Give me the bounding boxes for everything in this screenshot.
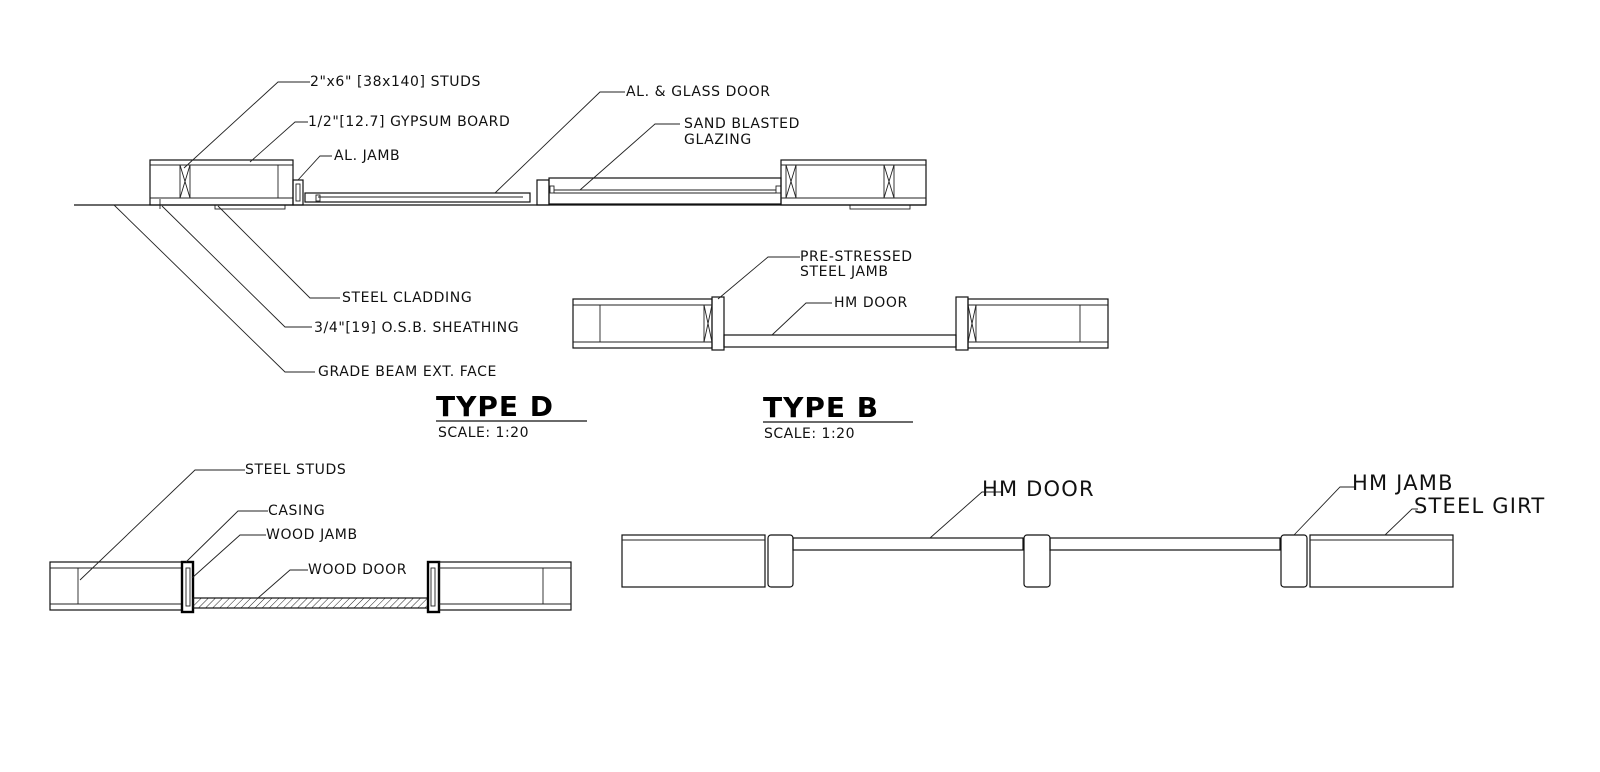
double-left-jamb xyxy=(767,534,794,588)
wood-leader-jamb xyxy=(191,534,266,579)
label-sand-blasted: SAND BLASTED xyxy=(684,116,800,132)
detail-double-hm-door: HM DOOR HM JAMB STEEL GIRT xyxy=(621,471,1545,588)
label-osb-sheathing: 3/4"[19] O.S.B. SHEATHING xyxy=(314,320,519,336)
label-hm-jamb: HM JAMB xyxy=(1352,471,1454,495)
type-b-right-wall xyxy=(967,298,1109,349)
type-d-left-wall xyxy=(149,159,294,210)
type-d-scale: SCALE: 1:20 xyxy=(438,425,529,441)
label-al-glass-door: AL. & GLASS DOOR xyxy=(626,84,771,100)
detail-wood-door: STEEL STUDS CASING WOOD JAMB WOOD DOOR xyxy=(49,462,572,614)
label-pre-stressed: PRE-STRESSED xyxy=(800,249,913,265)
detail-type-d: 2"x6" [38x140] STUDS 1/2"[12.7] GYPSUM B… xyxy=(74,74,927,441)
type-d-glass-door xyxy=(304,192,531,203)
wood-left-wall xyxy=(49,561,183,611)
double-leader-jamb xyxy=(1293,486,1356,536)
type-b-scale: SCALE: 1:20 xyxy=(764,426,855,442)
label-double-hm-door: HM DOOR xyxy=(982,477,1095,501)
type-d-right-wall xyxy=(780,159,927,210)
type-b-hm-door xyxy=(723,334,957,348)
label-studs: 2"x6" [38x140] STUDS xyxy=(310,74,481,90)
label-wood-jamb: WOOD JAMB xyxy=(266,527,358,543)
label-steel-studs: STEEL STUDS xyxy=(245,462,346,478)
label-hm-door: HM DOOR xyxy=(834,295,908,311)
label-steel-cladding: STEEL CLADDING xyxy=(342,290,472,306)
wood-right-jamb xyxy=(426,560,441,614)
type-d-title: TYPE D xyxy=(436,390,554,423)
double-leader-girt xyxy=(1384,508,1418,536)
type-d-al-jamb xyxy=(292,179,304,206)
wood-right-wall xyxy=(438,561,572,611)
label-glazing: GLAZING xyxy=(684,132,752,148)
double-right-jamb xyxy=(1280,534,1308,588)
double-right-wall xyxy=(1309,534,1454,588)
label-gypsum-board: 1/2"[12.7] GYPSUM BOARD xyxy=(308,114,510,130)
double-right-door-leaf xyxy=(1049,537,1281,551)
type-b-leader-door xyxy=(771,302,832,336)
label-al-jamb: AL. JAMB xyxy=(334,148,400,164)
type-d-leaders xyxy=(113,81,680,373)
type-d-mullion xyxy=(536,179,555,206)
wood-leader-door xyxy=(257,569,308,599)
double-leader-door xyxy=(929,491,1002,539)
label-wood-door: WOOD DOOR xyxy=(308,562,407,578)
detail-type-b: PRE-STRESSED STEEL JAMB HM DOOR TYPE B S… xyxy=(572,249,1109,442)
label-casing: CASING xyxy=(268,503,325,519)
type-b-left-wall xyxy=(572,298,713,349)
label-steel-jamb: STEEL JAMB xyxy=(800,264,889,280)
type-d-sidelight xyxy=(548,177,782,205)
double-left-door-leaf xyxy=(792,537,1024,551)
wood-leader-casing xyxy=(185,510,268,563)
wood-leader-studs xyxy=(79,469,245,581)
double-center-mullion xyxy=(1023,534,1051,588)
wood-door-leaf xyxy=(192,597,429,609)
wood-left-jamb xyxy=(180,560,195,614)
label-steel-girt: STEEL GIRT xyxy=(1414,494,1545,518)
type-b-title: TYPE B xyxy=(763,391,879,424)
label-grade-beam: GRADE BEAM EXT. FACE xyxy=(318,364,497,380)
double-left-wall xyxy=(621,534,766,588)
type-b-left-jamb xyxy=(703,296,725,351)
type-b-leader-jamb xyxy=(717,256,800,300)
